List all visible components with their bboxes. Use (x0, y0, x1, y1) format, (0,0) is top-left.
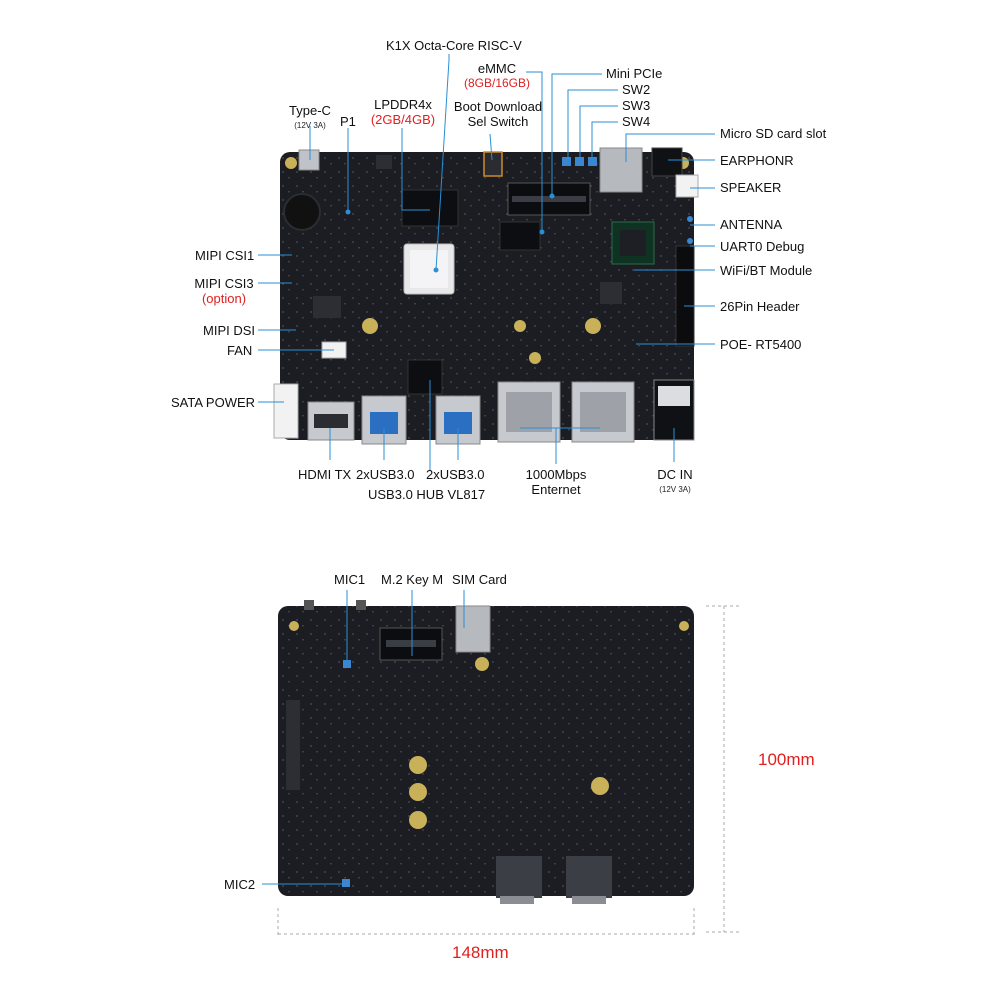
sata-label: SATA POWER (171, 395, 256, 410)
emmc-label: eMMC (8GB/16GB) (462, 61, 532, 91)
usb-a-label: 2xUSB3.0 (356, 467, 415, 482)
boot-line-2: Sel Switch (467, 114, 529, 129)
typec-port (298, 149, 320, 171)
lpddr-chip (401, 189, 459, 227)
lpddr-label: LPDDR4x (2GB/4GB) (368, 97, 438, 127)
mount-hole (585, 318, 601, 334)
microsd-label: Micro SD card slot (720, 126, 827, 141)
sim-label: SIM Card (452, 572, 507, 587)
boot-switch (483, 151, 503, 177)
mini-pcie-label: Mini PCIe (606, 66, 663, 81)
pin-header-label: 26Pin Header (720, 299, 800, 314)
mic2-label: MIC2 (224, 877, 256, 892)
ethernet-line-1: 1000Mbps (525, 467, 587, 482)
usb-hub-label: USB3.0 HUB VL817 (368, 487, 486, 502)
mount-hole (514, 320, 526, 332)
wifi-label: WiFi/BT Module (720, 263, 813, 278)
antenna-connector (687, 216, 693, 222)
boot-line-1: Boot Download (453, 99, 543, 114)
m2-label: M.2 Key M (381, 572, 444, 587)
fan-label: FAN (227, 343, 253, 358)
sata-power-connector (273, 383, 299, 439)
earphone-label: EARPHONR (720, 153, 794, 168)
sw4-label: SW4 (622, 114, 651, 129)
ethernet-line-2: Enternet (531, 482, 581, 497)
mount-hole (362, 318, 378, 334)
speaker-label: SPEAKER (720, 180, 782, 195)
sw2-switch (562, 157, 571, 166)
bottom-leader-lines (262, 590, 465, 885)
bottom-board (278, 600, 694, 904)
hdmi-label: HDMI TX (298, 467, 352, 482)
width-dimension: 148mm (452, 943, 509, 962)
csi3-option: (option) (201, 291, 247, 306)
poe-label: POE- RT5400 (720, 337, 802, 352)
typec-label: Type-C (12V 3A) (280, 103, 340, 133)
csi3-label: MIPI CSI3 (option) (190, 276, 258, 306)
usb-b-label: 2xUSB3.0 (426, 467, 485, 482)
dimension-lines (277, 605, 740, 936)
sw2-label: SW2 (622, 82, 651, 97)
top-leader-lines (258, 54, 715, 470)
mount-hole (285, 157, 297, 169)
height-dimension: 100mm (758, 750, 815, 769)
emmc-chip (499, 221, 541, 251)
rtc-battery (283, 193, 321, 231)
dcin-rating: (12V 3A) (659, 485, 691, 494)
typec-rating: (12V 3A) (294, 121, 326, 130)
mic1-label: MIC1 (334, 572, 366, 587)
csi1-label: MIPI CSI1 (195, 248, 255, 263)
emmc-title: eMMC (477, 61, 517, 76)
lpddr-title: LPDDR4x (374, 97, 432, 112)
lpddr-capacity: (2GB/4GB) (370, 112, 436, 127)
ethernet-label: 1000Mbps Enternet (516, 467, 596, 497)
sw3-label: SW3 (622, 98, 651, 113)
uart-connector (687, 238, 693, 244)
k1x-label: K1X Octa-Core RISC-V (386, 38, 522, 53)
mount-hole (529, 352, 541, 364)
antenna-label: ANTENNA (720, 217, 783, 232)
csi3-title: MIPI CSI3 (194, 276, 254, 291)
mic2-sensor (342, 879, 350, 887)
pin-header (675, 245, 695, 347)
dcin-label: DC IN (12V 3A) (648, 467, 702, 497)
top-board (273, 147, 699, 445)
microsd-slot (599, 147, 643, 193)
boot-switch-label: Boot Download Sel Switch (450, 99, 546, 129)
earphone-jack (651, 147, 683, 177)
typec-title: Type-C (289, 103, 331, 118)
uart-label: UART0 Debug (720, 239, 805, 254)
speaker-connector (675, 174, 699, 198)
emmc-capacity: (8GB/16GB) (463, 76, 531, 90)
dcin-title: DC IN (657, 467, 693, 482)
dsi-label: MIPI DSI (203, 323, 256, 338)
sim-slot (455, 605, 491, 653)
p1-label: P1 (340, 114, 356, 129)
